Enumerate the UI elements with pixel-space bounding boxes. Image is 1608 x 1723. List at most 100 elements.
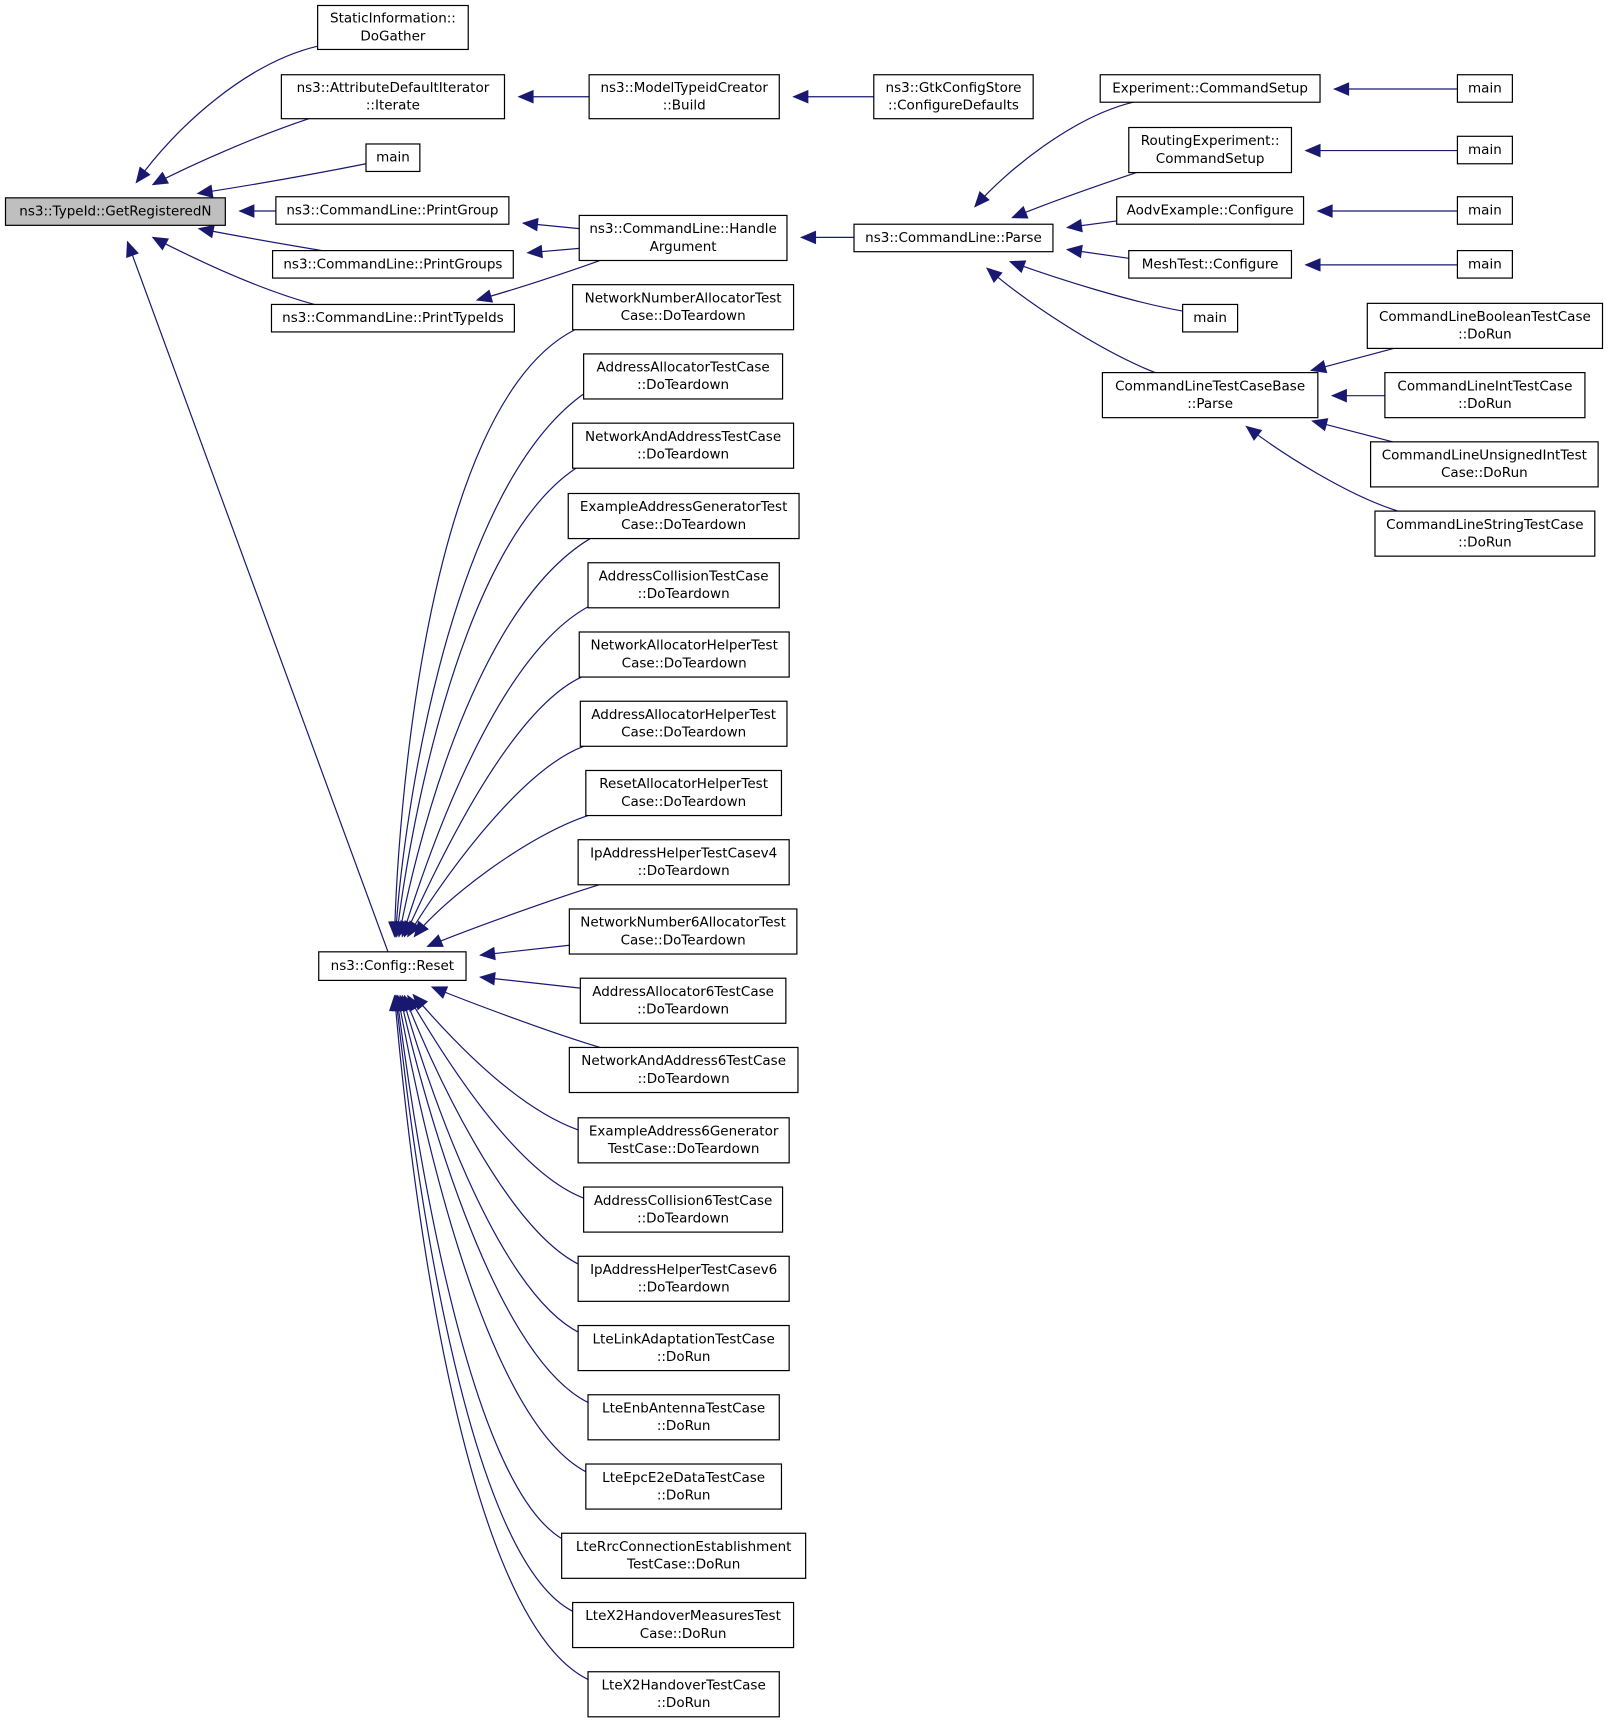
edge-t7-to-config_reset (407, 745, 584, 938)
node-box (572, 422, 795, 469)
node-label-line: ExampleAddressGeneratorTest (580, 499, 787, 515)
node-label-line: ns3::CommandLine::Handle (589, 221, 777, 237)
node-t12[interactable]: NetworkAndAddress6TestCase::DoTeardown (568, 1046, 799, 1094)
node-print-groups[interactable]: ns3::CommandLine::PrintGroups (271, 250, 514, 279)
node-t11[interactable]: AddressAllocator6TestCase::DoTeardown (579, 977, 787, 1024)
node-routing-exp[interactable]: RoutingExperiment::CommandSetup (1128, 126, 1293, 174)
node-label-line: ::DoRun (1458, 327, 1512, 343)
node-box (1369, 441, 1599, 488)
edge-t16-to-config_reset (399, 994, 581, 1334)
node-main-parse[interactable]: main (1182, 303, 1239, 333)
node-label-line: main (1468, 80, 1502, 96)
node-cltcb-parse[interactable]: CommandLineTestCaseBase::Parse (1101, 372, 1319, 419)
node-t10[interactable]: NetworkNumber6AllocatorTestCase::DoTeard… (568, 908, 798, 955)
node-label-line: ns3::CommandLine::PrintTypeIds (282, 310, 504, 326)
node-aodv-example[interactable]: AodvExample::Configure (1116, 196, 1305, 225)
edge-t13-to-config_reset (412, 993, 579, 1131)
edge-line (407, 745, 584, 937)
node-main-exp[interactable]: main (1456, 74, 1513, 103)
node-cl-parse[interactable]: ns3::CommandLine::Parse (853, 223, 1054, 253)
node-root[interactable]: ns3::TypeId::GetRegisteredN (4, 197, 226, 226)
node-t13[interactable]: ExampleAddress6GeneratorTestCase::DoTear… (577, 1117, 790, 1164)
node-t2[interactable]: AddressAllocatorTestCase::DoTeardown (583, 353, 784, 400)
arrowhead-icon (479, 946, 496, 961)
node-gtk-config[interactable]: ns3::GtkConfigStore::ConfigureDefaults (873, 74, 1034, 120)
node-t6[interactable]: NetworkAllocatorHelperTestCase::DoTeardo… (578, 631, 790, 678)
node-t21[interactable]: LteX2HandoverTestCase::DoRun (587, 1671, 780, 1718)
node-main-routing[interactable]: main (1456, 135, 1513, 165)
arrowhead-icon (526, 244, 543, 259)
edge-print_typeids-to-root (151, 236, 315, 306)
node-label-line: LteRrcConnectionEstablishment (576, 1539, 792, 1555)
edge-line (152, 236, 315, 306)
node-label-line: ::Build (663, 98, 706, 114)
node-t4[interactable]: ExampleAddressGeneratorTestCase::DoTeard… (567, 492, 800, 540)
edge-line (412, 994, 579, 1131)
nodes-layer: ns3::TypeId::GetRegisteredN StaticInforma… (4, 4, 1604, 1718)
edge-t1-to-config_reset (388, 329, 576, 938)
edge-line (396, 995, 565, 1541)
node-cl-string[interactable]: CommandLineStringTestCase::DoRun (1374, 510, 1596, 557)
node-box (1101, 372, 1319, 419)
node-t7[interactable]: AddressAllocatorHelperTestCase::DoTeardo… (579, 700, 788, 747)
node-t5[interactable]: AddressCollisionTestCase::DoTeardown (587, 562, 780, 609)
node-static-info[interactable]: StaticInformation::DoGather (317, 4, 469, 51)
node-exp-cmdsetup[interactable]: Experiment::CommandSetup (1099, 74, 1321, 103)
node-print-typeids[interactable]: ns3::CommandLine::PrintTypeIds (270, 303, 515, 333)
node-t3[interactable]: NetworkAndAddressTestCase::DoTeardown (572, 422, 795, 469)
arrowhead-icon (196, 184, 214, 198)
edge-cl_bool-to-cltcb_parse (1310, 347, 1394, 374)
node-main-mesh[interactable]: main (1456, 250, 1513, 279)
edge-line (480, 976, 581, 989)
edge-main_exp-to-exp_cmdsetup (1333, 82, 1458, 96)
node-box (270, 303, 515, 333)
node-t14[interactable]: AddressCollision6TestCase::DoTeardown (583, 1186, 784, 1233)
node-label-line: Case::DoTeardown (621, 794, 746, 810)
node-t17[interactable]: LteEnbAntennaTestCase::DoRun (587, 1394, 780, 1441)
node-label-line: Argument (650, 239, 717, 255)
arrowhead-icon (1011, 205, 1029, 219)
arrowhead-icon (479, 971, 496, 986)
node-label-line: CommandLineBooleanTestCase (1379, 309, 1591, 325)
node-box (587, 562, 780, 609)
edge-line (393, 995, 589, 1680)
edge-mesh_test-to-cl_parse (1065, 244, 1129, 259)
node-label-line: ::DoRun (657, 1418, 711, 1434)
node-t18[interactable]: LteEpcE2eDataTestCase::DoRun (585, 1463, 783, 1510)
node-t16[interactable]: LteLinkAdaptationTestCase::DoRun (577, 1324, 790, 1372)
node-box (1456, 74, 1513, 103)
node-box (585, 1463, 783, 1510)
node-main-top[interactable]: main (365, 143, 421, 173)
arrowhead-icon (151, 236, 170, 251)
node-attr-iter[interactable]: ns3::AttributeDefaultIterator::Iterate (280, 74, 506, 120)
node-t9[interactable]: IpAddressHelperTestCasev4::DoTeardown (577, 839, 790, 886)
edge-exp_cmdsetup-to-cl_parse (974, 101, 1134, 208)
arrowhead-icon (388, 994, 403, 1012)
node-label-line: Case::DoTeardown (621, 308, 746, 324)
node-box (577, 1117, 790, 1164)
edge-line (395, 995, 573, 1612)
edge-main_parse-to-cl_parse (1008, 260, 1183, 312)
node-box (577, 1324, 790, 1372)
arrowhead-icon (1310, 360, 1328, 374)
node-cl-int[interactable]: CommandLineIntTestCase::DoRun (1384, 372, 1586, 419)
node-cl-bool[interactable]: CommandLineBooleanTestCase::DoRun (1366, 302, 1604, 350)
node-box (588, 74, 780, 120)
arrowhead-icon (1008, 260, 1027, 274)
node-mesh-test[interactable]: MeshTest::Configure (1128, 250, 1293, 279)
node-box (271, 250, 514, 279)
node-t19[interactable]: LteRrcConnectionEstablishmentTestCase::D… (561, 1532, 807, 1579)
edge-t14-to-config_reset (407, 994, 584, 1199)
node-main-aodv[interactable]: main (1456, 196, 1513, 225)
node-print-group[interactable]: ns3::CommandLine::PrintGroup (275, 196, 510, 225)
node-model-typeid[interactable]: ns3::ModelTypeidCreator::Build (588, 74, 780, 120)
node-t15[interactable]: IpAddressHelperTestCasev6::DoTeardown (577, 1255, 790, 1302)
node-label-line: ::DoRun (657, 1695, 711, 1711)
node-config-reset[interactable]: ns3::Config::Reset (318, 951, 467, 982)
node-t1[interactable]: NetworkNumberAllocatorTestCase::DoTeardo… (572, 284, 795, 331)
